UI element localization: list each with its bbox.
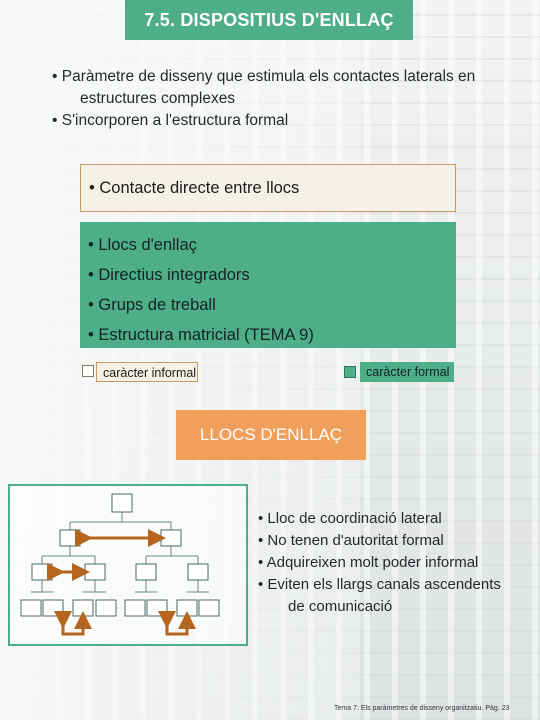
liaison-characteristics: • Lloc de coordinació lateral • No tenen… xyxy=(258,508,533,618)
formal-item: • Estructura matricial (TEMA 9) xyxy=(88,326,314,344)
formal-item: • Llocs d'enllaç xyxy=(88,236,197,254)
section-subtitle: LLOCS D'ENLLAÇ xyxy=(176,410,366,460)
liaison-arrows xyxy=(47,529,196,636)
informal-legend-swatch xyxy=(82,365,94,377)
informal-devices-box: • Contacte directe entre llocs xyxy=(80,164,456,212)
characteristic-item: • No tenen d'autoritat formal xyxy=(258,532,444,549)
characteristic-item: • Eviten els llargs canals ascendents xyxy=(258,576,501,593)
formal-devices-box: • Llocs d'enllaç • Directius integradors… xyxy=(80,222,456,348)
org-chart-box xyxy=(72,599,94,617)
characteristic-item: • Adquireixen molt poder informal xyxy=(258,554,479,571)
org-chart-box xyxy=(135,563,157,581)
org-chart-box xyxy=(20,599,42,617)
org-chart-box xyxy=(160,529,182,547)
formal-item: • Grups de treball xyxy=(88,296,216,314)
characteristic-item: • Lloc de coordinació lateral xyxy=(258,510,442,527)
org-chart-box xyxy=(187,563,209,581)
formal-legend-swatch xyxy=(344,366,356,378)
intro-bullet-1-continuation: estructures complexes xyxy=(80,90,236,107)
org-chart-box xyxy=(95,599,117,617)
liaison-arrow-bottom-right xyxy=(158,611,196,636)
org-chart-diagram xyxy=(20,493,220,636)
org-chart-box xyxy=(176,599,198,617)
slide-title: 7.5. DISPOSITIUS D'ENLLAÇ xyxy=(125,0,413,40)
formal-legend-label: caràcter formal xyxy=(360,362,454,382)
org-chart-box xyxy=(124,599,146,617)
org-chart-box xyxy=(84,563,106,581)
formal-item: • Directius integradors xyxy=(88,266,250,284)
informal-legend-label: caràcter informal xyxy=(96,362,198,382)
intro-text: • Paràmetre de disseny que estimula els … xyxy=(52,66,522,132)
informal-item: • Contacte directe entre llocs xyxy=(89,178,300,197)
intro-bullet-1: • Paràmetre de disseny que estimula els … xyxy=(52,68,476,85)
characteristic-continuation: de comunicació xyxy=(288,598,393,615)
org-chart-box xyxy=(198,599,220,617)
org-chart-box xyxy=(146,599,168,617)
org-chart-box xyxy=(31,563,53,581)
org-chart-positions xyxy=(20,493,220,617)
org-chart-apex-box xyxy=(111,493,133,513)
org-chart-box xyxy=(42,599,64,617)
liaison-arrow-bottom-left xyxy=(54,611,92,636)
page-footer: Tema 7: Els paràmetres de disseny organi… xyxy=(334,705,510,712)
intro-bullet-2: • S'incorporen a l'estructura formal xyxy=(52,112,289,129)
org-chart-box xyxy=(59,529,81,547)
org-chart-connectors xyxy=(31,512,209,593)
